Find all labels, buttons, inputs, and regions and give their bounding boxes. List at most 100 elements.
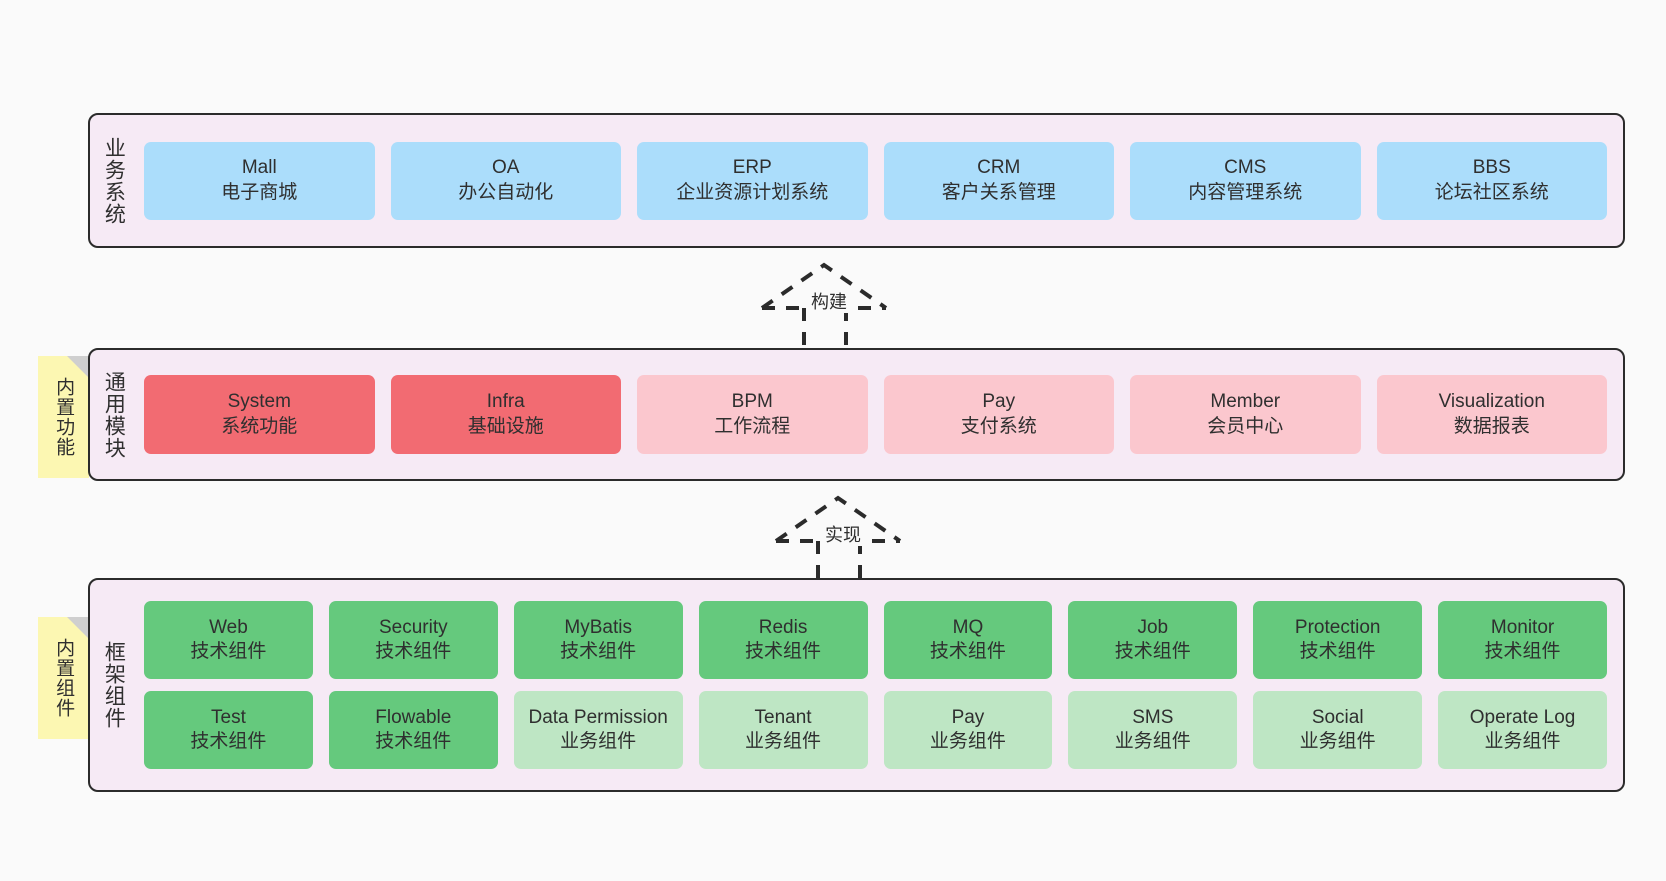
connector-implement: 实现 xyxy=(766,491,926,581)
layer-title-common-module: 通用模块 xyxy=(102,370,126,459)
layer-business-system: 业务系统 Mall 电子商城 OA 办公自动化 ERP 企业资源计划系统 CRM xyxy=(88,113,1625,248)
node-mybatis[interactable]: MyBatis 技术组件 xyxy=(513,601,683,679)
node-monitor[interactable]: Monitor 技术组件 xyxy=(1438,601,1607,679)
connector-implement-label: 实现 xyxy=(822,525,864,546)
node-subtitle: 技术组件 xyxy=(1299,641,1376,662)
node-title: Pay xyxy=(951,706,985,728)
node-test[interactable]: Test 技术组件 xyxy=(144,691,313,769)
layer-title-business-system: 业务系统 xyxy=(102,136,126,225)
node-cms[interactable]: CMS 内容管理系统 xyxy=(1130,141,1361,220)
node-title: Job xyxy=(1137,616,1169,638)
node-redis[interactable]: Redis 技术组件 xyxy=(698,601,868,679)
node-mall[interactable]: Mall 电子商城 xyxy=(144,141,375,220)
node-subtitle: 办公自动化 xyxy=(458,181,554,203)
node-title: Mall xyxy=(241,157,277,179)
node-title: OA xyxy=(492,157,520,179)
connector-build-label: 构建 xyxy=(808,292,850,313)
layer-title-framework-component: 框架组件 xyxy=(102,641,126,729)
node-title: Visualization xyxy=(1438,391,1545,413)
node-title: Security xyxy=(378,616,448,638)
node-subtitle: 电子商城 xyxy=(221,181,298,203)
node-subtitle: 数据报表 xyxy=(1453,415,1530,437)
node-web[interactable]: Web 技术组件 xyxy=(144,601,313,679)
node-protection[interactable]: Protection 技术组件 xyxy=(1253,601,1423,679)
node-social[interactable]: Social 业务组件 xyxy=(1253,691,1423,769)
node-subtitle: 内容管理系统 xyxy=(1188,181,1303,203)
node-member[interactable]: Member 会员中心 xyxy=(1130,375,1361,454)
node-subtitle: 基础设施 xyxy=(467,415,544,437)
node-title: Flowable xyxy=(375,706,452,728)
node-title: Monitor xyxy=(1490,616,1555,638)
node-subtitle: 企业资源计划系统 xyxy=(676,181,829,203)
node-erp[interactable]: ERP 企业资源计划系统 xyxy=(637,141,868,220)
node-subtitle: 支付系统 xyxy=(960,415,1037,437)
node-subtitle: 技术组件 xyxy=(375,641,452,662)
node-subtitle: 技术组件 xyxy=(375,731,452,752)
node-subtitle: 技术组件 xyxy=(560,641,637,662)
node-title: BBS xyxy=(1472,157,1511,179)
layer-framework-component: 框架组件 Web 技术组件 Security 技术组件 MyBatis 技术组件… xyxy=(88,578,1625,792)
node-subtitle: 业务组件 xyxy=(1299,731,1376,752)
node-subtitle: 会员中心 xyxy=(1207,415,1284,437)
node-title: MyBatis xyxy=(564,616,632,638)
node-title: Infra xyxy=(486,391,525,413)
connector-implement-arrow-icon xyxy=(774,495,902,581)
node-subtitle: 业务组件 xyxy=(745,731,822,752)
layer-row: System 系统功能 Infra 基础设施 BPM 工作流程 Pay 支付系统… xyxy=(144,375,1607,454)
node-mq[interactable]: MQ 技术组件 xyxy=(883,601,1053,679)
node-title: CRM xyxy=(977,157,1021,179)
note-builtin-component: 内置组件 xyxy=(38,617,89,739)
layer-common-module: 通用模块 System 系统功能 Infra 基础设施 BPM 工作流程 Pay xyxy=(88,348,1625,481)
node-title: Pay xyxy=(982,391,1016,413)
node-flowable[interactable]: Flowable 技术组件 xyxy=(328,691,498,769)
node-subtitle: 业务组件 xyxy=(1114,731,1191,752)
node-subtitle: 技术组件 xyxy=(190,731,267,752)
node-subtitle: 技术组件 xyxy=(190,641,267,662)
node-subtitle: 系统功能 xyxy=(221,415,298,437)
layer-body-common-module: System 系统功能 Infra 基础设施 BPM 工作流程 Pay 支付系统… xyxy=(136,350,1623,479)
node-job[interactable]: Job 技术组件 xyxy=(1068,601,1238,679)
node-title: MQ xyxy=(952,616,984,638)
node-visualization[interactable]: Visualization 数据报表 xyxy=(1376,375,1607,454)
note-fold-icon xyxy=(67,617,89,639)
node-title: SMS xyxy=(1132,706,1174,728)
node-bbs[interactable]: BBS 论坛社区系统 xyxy=(1376,141,1607,220)
layer-body-business-system: Mall 电子商城 OA 办公自动化 ERP 企业资源计划系统 CRM 客户关系… xyxy=(136,115,1623,246)
node-operate-log[interactable]: Operate Log 业务组件 xyxy=(1438,691,1607,769)
node-title: Social xyxy=(1311,706,1364,728)
node-data-permission[interactable]: Data Permission 业务组件 xyxy=(513,691,683,769)
node-system[interactable]: System 系统功能 xyxy=(144,375,375,454)
note-label: 内置功能 xyxy=(53,377,75,457)
node-subtitle: 业务组件 xyxy=(929,731,1006,752)
node-subtitle: 论坛社区系统 xyxy=(1434,181,1549,203)
node-title: Redis xyxy=(758,616,808,638)
layer-body-framework-component: Web 技术组件 Security 技术组件 MyBatis 技术组件 Redi… xyxy=(136,580,1623,790)
node-bpm[interactable]: BPM 工作流程 xyxy=(637,375,868,454)
node-title: Member xyxy=(1210,391,1281,413)
node-title: Operate Log xyxy=(1469,706,1576,728)
node-tenant[interactable]: Tenant 业务组件 xyxy=(698,691,868,769)
node-crm[interactable]: CRM 客户关系管理 xyxy=(883,141,1114,220)
node-infra[interactable]: Infra 基础设施 xyxy=(390,375,621,454)
note-builtin-function: 内置功能 xyxy=(38,356,89,478)
node-subtitle: 技术组件 xyxy=(745,641,822,662)
node-subtitle: 技术组件 xyxy=(929,641,1006,662)
node-title: Tenant xyxy=(754,706,812,728)
node-security[interactable]: Security 技术组件 xyxy=(328,601,498,679)
layer-row: Web 技术组件 Security 技术组件 MyBatis 技术组件 Redi… xyxy=(144,601,1607,679)
node-title: CMS xyxy=(1224,157,1267,179)
node-title: Test xyxy=(211,706,246,728)
node-subtitle: 业务组件 xyxy=(1484,731,1561,752)
connector-build-arrow-icon xyxy=(760,262,888,348)
node-title: Data Permission xyxy=(528,706,668,728)
node-pay-component[interactable]: Pay 业务组件 xyxy=(883,691,1053,769)
node-oa[interactable]: OA 办公自动化 xyxy=(390,141,621,220)
node-sms[interactable]: SMS 业务组件 xyxy=(1068,691,1238,769)
node-subtitle: 业务组件 xyxy=(560,731,637,752)
layer-row: Test 技术组件 Flowable 技术组件 Data Permission … xyxy=(144,691,1607,769)
node-title: Protection xyxy=(1294,616,1381,638)
node-subtitle: 技术组件 xyxy=(1484,641,1561,662)
layer-row: Mall 电子商城 OA 办公自动化 ERP 企业资源计划系统 CRM 客户关系… xyxy=(144,141,1607,220)
node-pay-module[interactable]: Pay 支付系统 xyxy=(883,375,1114,454)
